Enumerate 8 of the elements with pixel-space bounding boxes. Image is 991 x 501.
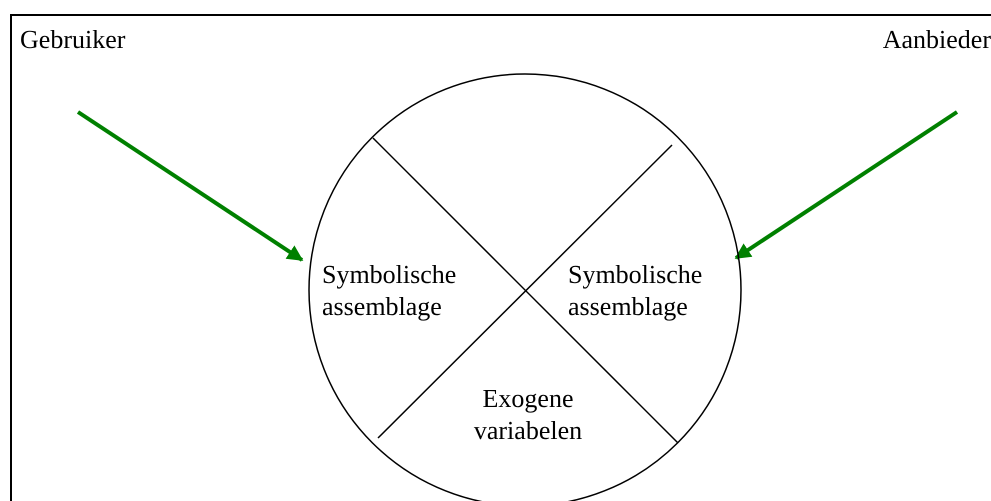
actor-label: Gebruiker (20, 24, 170, 60)
quadrant-label: Exogene variabelen (443, 383, 613, 453)
arrow (76, 110, 304, 262)
quadrant-label: Symbolische assemblage (302, 259, 502, 329)
circle-diagram (308, 73, 742, 501)
arrow (734, 110, 958, 260)
actor-label: Aanbieder (840, 24, 991, 60)
quadrant-label: Symbolische assemblage (562, 259, 742, 329)
